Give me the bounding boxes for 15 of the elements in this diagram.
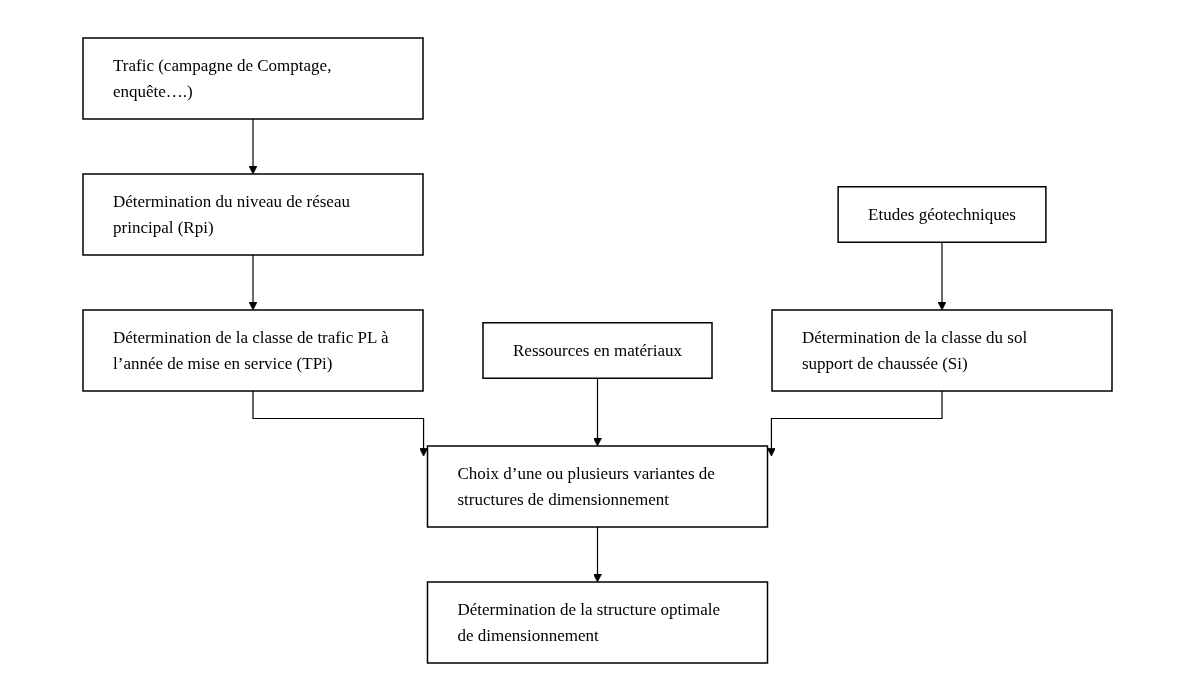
node-box: Trafic (campagne de Comptage, enquête….) [82, 36, 424, 120]
arrow [252, 389, 428, 457]
arrow [248, 253, 258, 310]
node-box: Etudes géotechniques [837, 185, 1047, 243]
node-box: Ressources en matériaux [482, 321, 713, 379]
arrow [937, 241, 947, 310]
node-box: Choix d’une ou plusieurs variantes de structures de dimensionnement [426, 444, 769, 528]
arrow [248, 117, 258, 174]
node-box: Détermination de la classe du sol support de chaussée (Si) [771, 308, 1113, 392]
node-box: Détermination de la structure optimale de dimensionnement [426, 580, 769, 664]
arrow [593, 525, 602, 582]
arrow [767, 389, 943, 457]
node-box: Détermination de la classe de trafic PL à l’année de mise en service (TPi) [82, 308, 424, 392]
arrow [593, 377, 602, 446]
node-box: Détermination du niveau de réseau principal (Rpi) [82, 172, 424, 256]
